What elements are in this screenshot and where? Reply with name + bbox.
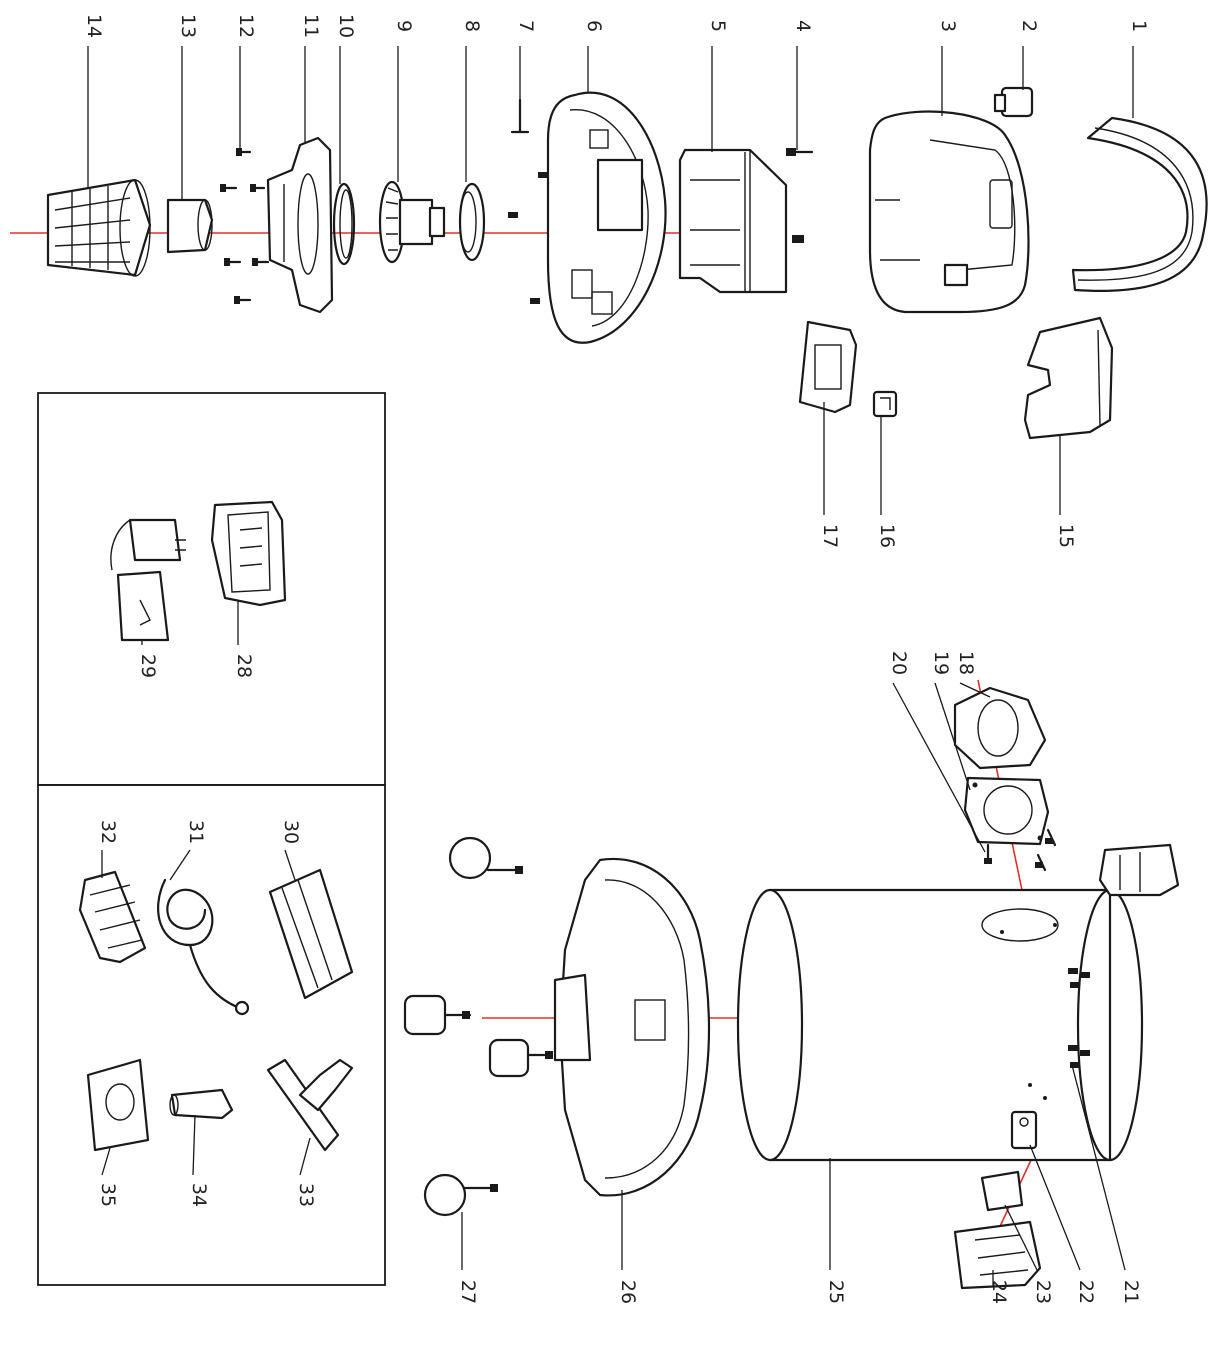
part-8-ring [458, 182, 486, 262]
callout-33: 33 [295, 1183, 317, 1207]
part-34-extension-tube [169, 1088, 234, 1120]
part-26-caster-base [553, 857, 711, 1197]
caster-middle [403, 994, 472, 1036]
callout-numbers: 1 2 3 4 5 6 7 8 9 10 11 12 13 14 15 16 1… [83, 14, 1150, 1304]
accessory-box-tools [37, 784, 386, 1286]
tank-side-bracket [1098, 843, 1180, 897]
callout-7: 7 [515, 20, 537, 32]
part-22-latch [1010, 1110, 1038, 1150]
callout-16: 16 [876, 524, 898, 548]
caster-top [448, 836, 524, 880]
callout-1: 1 [1128, 20, 1150, 32]
callout-21: 21 [1120, 1280, 1142, 1304]
callout-32: 32 [97, 820, 119, 844]
part-10-gasket [332, 182, 356, 266]
part-33-floor-nozzle [266, 1058, 354, 1152]
callout-19: 19 [930, 651, 952, 675]
callout-27: 27 [457, 1280, 479, 1304]
callout-8: 8 [461, 20, 483, 32]
callout-20: 20 [888, 651, 910, 675]
callout-11: 11 [300, 14, 322, 38]
part-24-switch-box [953, 1220, 1042, 1290]
part-7-screw [510, 98, 530, 134]
callout-9: 9 [393, 20, 415, 32]
callout-15: 15 [1055, 524, 1077, 548]
accessory-box-charger [37, 392, 386, 786]
callout-25: 25 [825, 1280, 847, 1304]
part-35-dust-bag [86, 1058, 150, 1152]
callout-3: 3 [937, 20, 959, 32]
callout-24: 24 [988, 1280, 1010, 1304]
part-5-motor-housing [678, 148, 804, 294]
part-29-charger [110, 518, 186, 642]
part-18-hose-inlet [953, 686, 1047, 770]
callout-4: 4 [792, 20, 814, 32]
part-31-hose [157, 878, 250, 1016]
part-23-gasket [980, 1170, 1024, 1212]
part-3-top-cover [868, 110, 1030, 314]
callout-34: 34 [188, 1183, 210, 1207]
callout-6: 6 [583, 20, 605, 32]
part-9-impeller [378, 180, 446, 264]
part-17-bracket [798, 320, 858, 414]
part-14-filter-cage [46, 178, 152, 277]
part-21-side-screws [1028, 968, 1090, 1100]
callout-23: 23 [1032, 1280, 1054, 1304]
callout-2: 2 [1018, 20, 1040, 32]
callout-22: 22 [1075, 1280, 1097, 1304]
callout-28: 28 [233, 654, 255, 678]
callout-12: 12 [235, 14, 257, 38]
part-28-battery [210, 500, 287, 607]
part-19-inlet-flange [963, 776, 1050, 846]
callout-18: 18 [955, 651, 977, 675]
part-25-tank [736, 888, 1144, 1162]
callout-14: 14 [83, 14, 105, 38]
part-11-filter-holder [266, 136, 334, 314]
callout-17: 17 [819, 524, 841, 548]
callout-35: 35 [97, 1183, 119, 1207]
callout-30: 30 [280, 820, 302, 844]
callout-31: 31 [185, 820, 207, 844]
callout-10: 10 [335, 14, 357, 38]
callout-29: 29 [137, 654, 159, 678]
part-2-button [993, 86, 1034, 118]
part-12-screws [220, 148, 270, 304]
leader-lines [87, 46, 1134, 1286]
part-16-clip [872, 390, 898, 418]
callout-26: 26 [617, 1280, 639, 1304]
part-1-carry-handle [1071, 116, 1208, 292]
part-4-screw [786, 148, 814, 156]
part-30-crevice-nozzle [268, 868, 354, 1000]
part-15-cover-panel [1023, 316, 1114, 440]
part-6-motor-plate [508, 91, 667, 344]
callout-13: 13 [177, 14, 199, 38]
callout-5: 5 [707, 20, 729, 32]
caster-bottom [423, 1173, 498, 1217]
caster-inner [488, 1038, 554, 1078]
part-27-casters [403, 836, 554, 1217]
part-32-filter-sponge [78, 870, 147, 964]
part-13-filter-cap [166, 198, 214, 254]
part-20-screws [984, 828, 1057, 872]
